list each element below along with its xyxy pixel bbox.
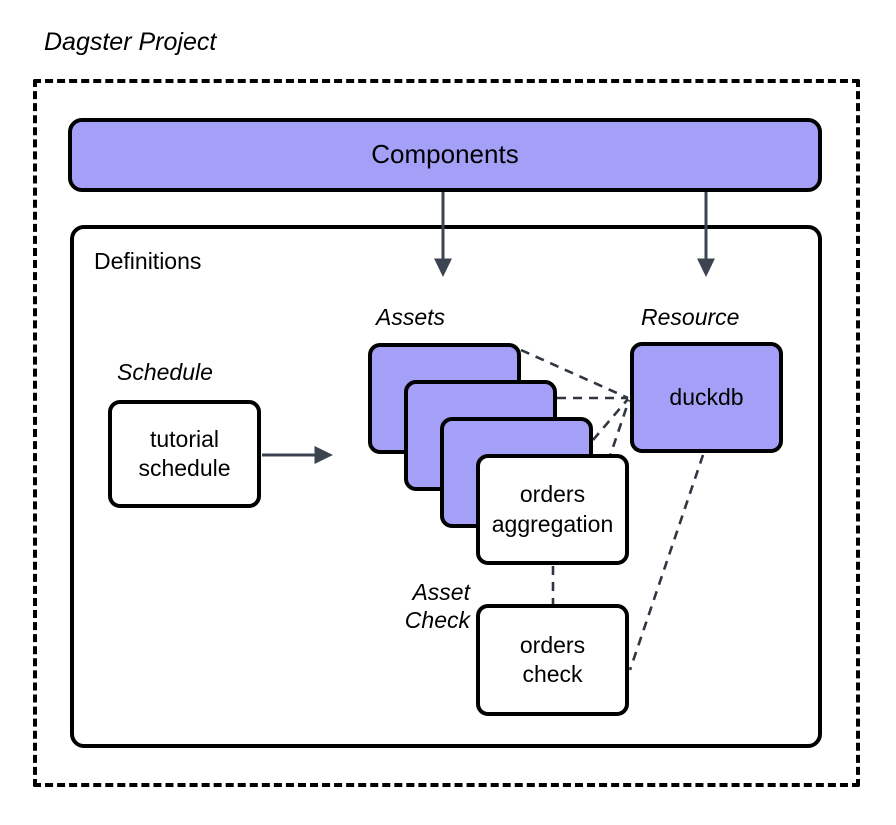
asset-node-label: orders aggregation [491, 481, 614, 537]
components-node[interactable]: Components [68, 118, 822, 192]
schedule-node[interactable]: tutorial schedule [108, 400, 261, 508]
resource-node-label: duckdb [669, 383, 744, 410]
dagster-project-frame [33, 79, 860, 787]
asset-check-node-label: orders check [519, 631, 586, 687]
schedule-caption: Schedule [117, 359, 213, 385]
components-label: Components [371, 139, 519, 170]
project-title: Dagster Project [44, 28, 217, 56]
asset-check-node[interactable]: orders check [476, 604, 629, 716]
resource-node-duckdb[interactable]: duckdb [630, 342, 783, 453]
resource-caption: Resource [641, 304, 740, 330]
asset-node-orders-aggregation[interactable]: orders aggregation [476, 454, 629, 565]
schedule-node-label: tutorial schedule [138, 425, 231, 481]
definitions-label: Definitions [94, 248, 202, 274]
asset-check-caption: Asset Check [404, 579, 470, 634]
assets-caption: Assets [376, 304, 446, 330]
